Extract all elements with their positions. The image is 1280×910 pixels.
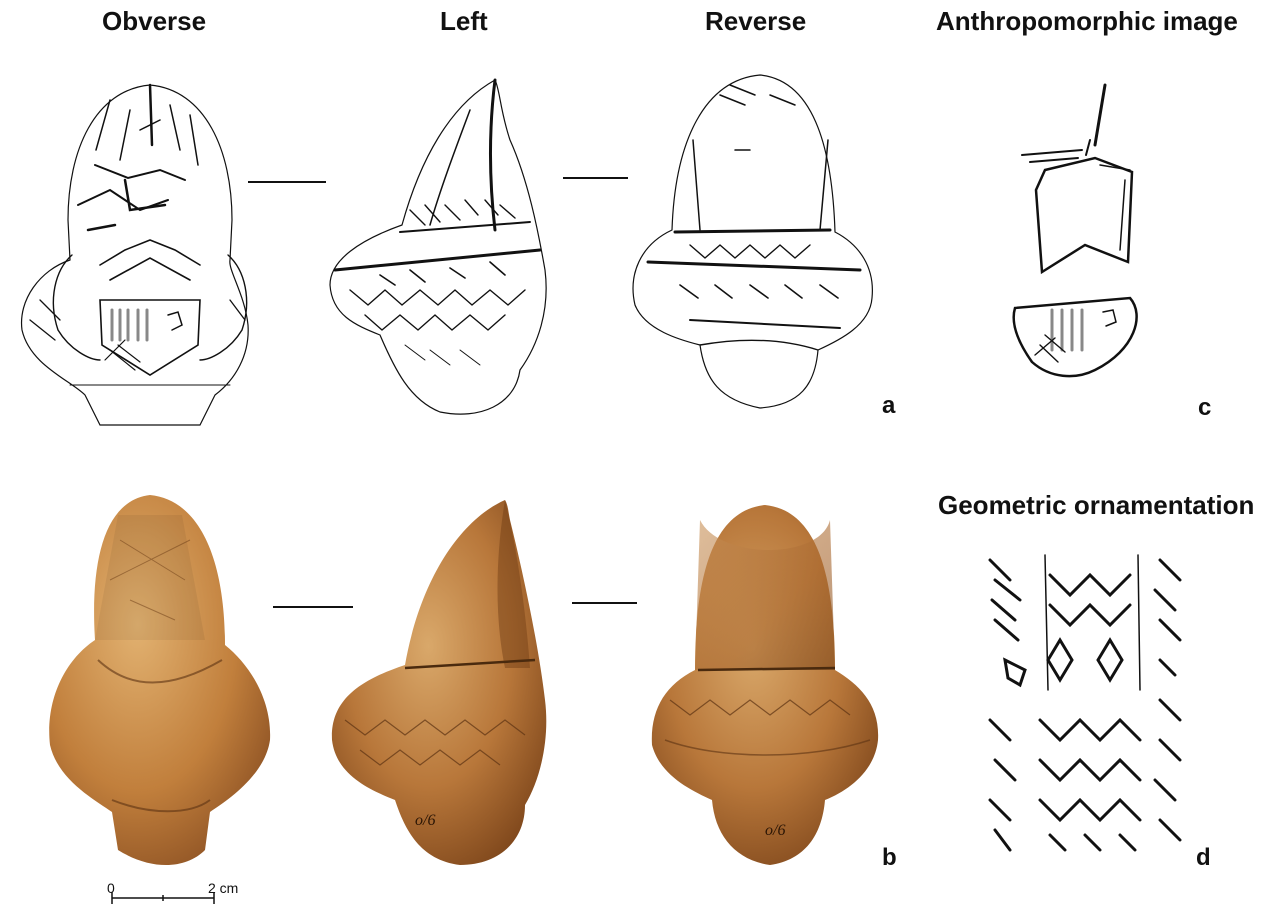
- scale-bar-end-label: 2 cm: [208, 880, 239, 896]
- photo-left: o/6: [331, 500, 547, 865]
- panel-label-a: a: [882, 392, 896, 419]
- heading-reverse: Reverse: [705, 6, 807, 36]
- drawing-reverse: [632, 74, 873, 409]
- heading-obverse: Obverse: [102, 6, 207, 36]
- svg-text:o/6: o/6: [415, 812, 435, 829]
- photo-obverse: [49, 495, 271, 865]
- drawing-left: [329, 78, 547, 415]
- panel-label-d: d: [1196, 844, 1211, 871]
- heading-geometric-ornamentation: Geometric ornamentation: [938, 490, 1255, 520]
- drawing-anthropomorphic-image: [1012, 83, 1138, 378]
- drawing-geometric-ornamentation: [988, 554, 1182, 852]
- heading-anthropomorphic-image: Anthropomorphic image: [936, 6, 1238, 36]
- scale-bar: [111, 892, 215, 904]
- heading-left: Left: [440, 6, 488, 36]
- photo-reverse: o/6: [651, 505, 879, 865]
- svg-text:o/6: o/6: [765, 822, 785, 839]
- scale-bar-start-label: 0: [107, 880, 115, 896]
- panel-label-c: c: [1198, 394, 1212, 421]
- panel-label-b: b: [882, 844, 897, 871]
- drawing-obverse: [20, 83, 249, 426]
